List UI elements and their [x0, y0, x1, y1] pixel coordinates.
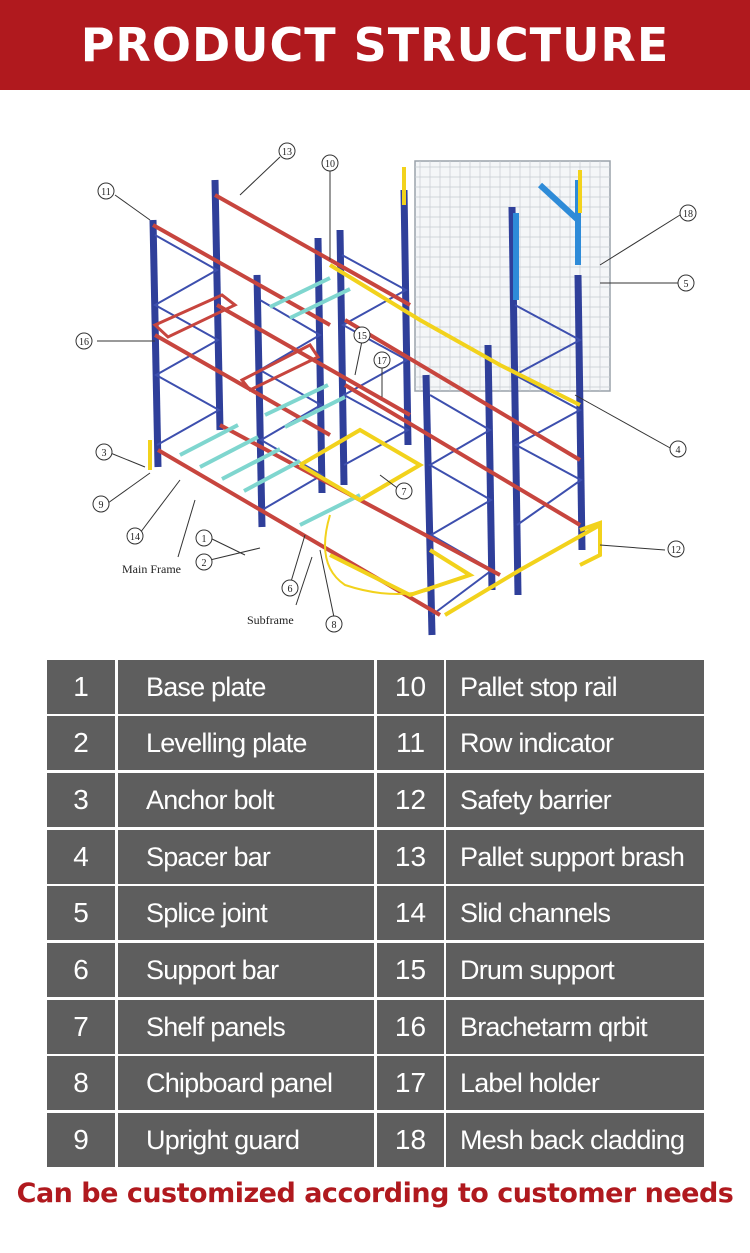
- part-number: 11: [377, 716, 444, 770]
- callout-number: 15: [357, 331, 367, 342]
- callout-2: 2: [195, 553, 213, 571]
- callout-5: 5: [677, 274, 695, 292]
- support-bars: [179, 276, 361, 527]
- part-number: 17: [377, 1056, 444, 1110]
- part-label: Label holder: [446, 1056, 704, 1110]
- callout-number: 3: [102, 448, 107, 459]
- footer-note: Can be customized according to customer …: [16, 1178, 734, 1209]
- part-number: 12: [377, 773, 444, 827]
- part-label: Pallet support brash: [446, 830, 704, 884]
- page-title: PRODUCT STRUCTURE: [80, 18, 670, 72]
- part-number: 2: [47, 716, 115, 770]
- callout-number: 8: [332, 620, 337, 631]
- callout-number: 4: [676, 445, 681, 456]
- part-number: 3: [47, 773, 115, 827]
- part-label: Base plate: [118, 660, 374, 714]
- part-number: 9: [47, 1113, 115, 1167]
- part-number: 15: [377, 943, 444, 997]
- part-label: Splice joint: [118, 886, 374, 940]
- part-number: 7: [47, 1000, 115, 1054]
- callout-number: 13: [282, 147, 292, 158]
- part-label: Anchor bolt: [118, 773, 374, 827]
- part-label: Brachetarm qrbit: [446, 1000, 704, 1054]
- part-label: Drum support: [446, 943, 704, 997]
- callout-7: 7: [395, 482, 413, 500]
- part-number: 14: [377, 886, 444, 940]
- callout-10: 10: [321, 154, 339, 172]
- callout-13: 13: [278, 142, 296, 160]
- callout-4: 4: [669, 440, 687, 458]
- part-number: 4: [47, 830, 115, 884]
- part-number: 13: [377, 830, 444, 884]
- callout-15: 15: [353, 326, 371, 344]
- part-label: Support bar: [118, 943, 374, 997]
- header-banner: PRODUCT STRUCTURE: [0, 0, 750, 90]
- callout-number: 1: [202, 534, 207, 545]
- callout-number: 7: [402, 487, 407, 498]
- callout-number: 10: [325, 159, 335, 170]
- callout-number: 11: [101, 187, 111, 198]
- callout-17: 17: [373, 351, 391, 369]
- callout-number: 17: [377, 356, 387, 367]
- part-label: Pallet stop rail: [446, 660, 704, 714]
- callout-3: 3: [95, 443, 113, 461]
- part-number: 1: [47, 660, 115, 714]
- part-label: Row indicator: [446, 716, 704, 770]
- part-label: Spacer bar: [118, 830, 374, 884]
- part-label: Slid channels: [446, 886, 704, 940]
- subframe-label: Subframe: [247, 613, 294, 627]
- part-label: Safety barrier: [446, 773, 704, 827]
- part-number: 6: [47, 943, 115, 997]
- part-number: 16: [377, 1000, 444, 1054]
- callout-number: 6: [288, 584, 293, 595]
- callout-number: 18: [683, 209, 693, 220]
- callout-6: 6: [281, 579, 299, 597]
- part-label: Levelling plate: [118, 716, 374, 770]
- drum-arc: [324, 514, 431, 595]
- part-label: Upright guard: [118, 1113, 374, 1167]
- main-frame-label: Main Frame: [122, 562, 181, 576]
- callout-11: 11: [97, 182, 115, 200]
- callout-14: 14: [126, 527, 144, 545]
- callout-number: 12: [671, 545, 681, 556]
- part-label: Chipboard panel: [118, 1056, 374, 1110]
- part-number: 18: [377, 1113, 444, 1167]
- callout-8: 8: [325, 615, 343, 633]
- part-label: Shelf panels: [118, 1000, 374, 1054]
- callout-9: 9: [92, 495, 110, 513]
- callout-number: 9: [99, 500, 104, 511]
- callout-1: 1: [195, 529, 213, 547]
- callout-number: 16: [79, 337, 89, 348]
- part-number: 5: [47, 886, 115, 940]
- yellow-accents: [148, 167, 602, 617]
- callout-number: 5: [684, 279, 689, 290]
- callout-18: 18: [679, 204, 697, 222]
- callout-number: 14: [130, 532, 140, 543]
- part-number: 8: [47, 1056, 115, 1110]
- brackets: [152, 293, 321, 392]
- part-number: 10: [377, 660, 444, 714]
- part-label: Mesh back cladding: [446, 1113, 704, 1167]
- callout-12: 12: [667, 540, 685, 558]
- callout-number: 2: [202, 558, 207, 569]
- leader-lines: [97, 156, 681, 623]
- callout-16: 16: [75, 332, 93, 350]
